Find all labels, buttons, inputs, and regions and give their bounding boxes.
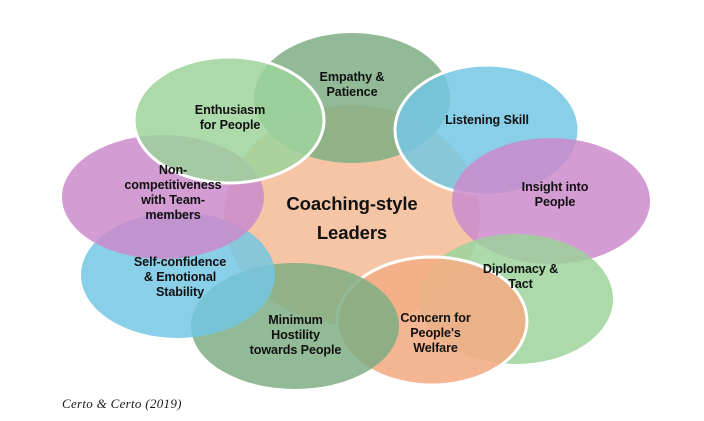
citation-text: Certo & Certo (2019)	[62, 396, 182, 411]
shape-insight-into-people	[452, 138, 650, 264]
shape-enthusiasm-for-people	[132, 55, 326, 185]
